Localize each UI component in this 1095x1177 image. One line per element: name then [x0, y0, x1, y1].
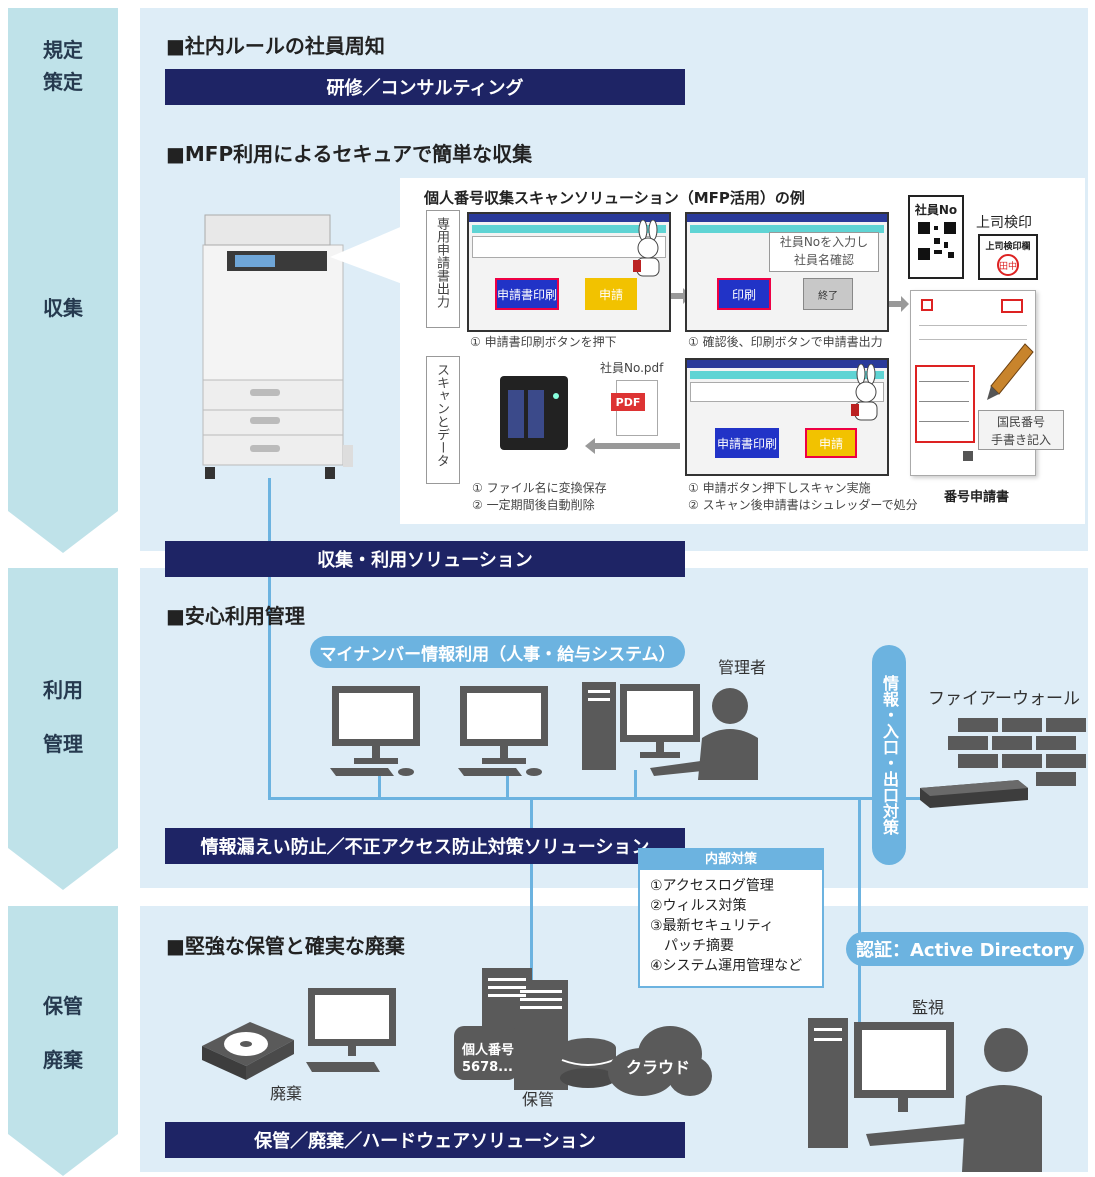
active-directory-pill: 認証：Active Directory [846, 932, 1084, 966]
caption-save-a: ① ファイル名に変換保存 [472, 481, 607, 495]
collect-use-bar: 収集・利用ソリューション [165, 541, 685, 577]
firewall-label: ファイアーウォール [928, 689, 1080, 709]
caption-save-b: ② 一定期間後自動削除 [472, 498, 595, 512]
section4-heading: ■堅強な保管と確実な廃棄 [166, 934, 405, 958]
supervisor-stamp-title: 上司検印 [976, 215, 1032, 231]
pc-monitor-icon [330, 686, 420, 776]
entry-exit-measures-pill: 情報・入口・出口対策 [872, 645, 906, 865]
arrow-right-icon [889, 296, 909, 312]
pdf-badge: PDF [611, 393, 645, 411]
pc-monitor-icon [458, 686, 548, 776]
storage-hardware-bar: 保管／廃棄／ハードウェアソリューション [165, 1122, 685, 1158]
caption-confirm-print: ① 確認後、印刷ボタンで申請書出力 [688, 335, 883, 349]
network-line-admin [634, 770, 637, 800]
phase-label-use: 利用 [43, 678, 83, 702]
section1-heading: ■社内ルールの社員周知 [166, 34, 385, 58]
personal-number-label: 個人番号 5678... [462, 1043, 515, 1075]
mynumber-use-pill: マイナンバー情報利用（人事・給与システム） [310, 636, 685, 668]
arrow-left-icon [585, 438, 680, 454]
cloud-label: クラウド [626, 1058, 691, 1077]
phase-arrow-store [8, 906, 118, 1176]
phase-arrow-collect [8, 8, 118, 553]
caption-scan-a: ① 申請ボタン押下しスキャン実施 [688, 481, 871, 495]
internal-item: ③最新セキュリティ [650, 918, 774, 934]
print-application-button[interactable]: 申請書印刷 [495, 278, 559, 310]
example-title: 個人番号収集スキャンソリューション（MFP活用）の例 [424, 189, 805, 207]
internal-measures-title: 内部対策 [640, 850, 822, 870]
pencil-icon [987, 343, 1034, 400]
leak-prevention-bar: 情報漏えい防止／不正アクセス防止対策ソリューション [165, 828, 685, 864]
screen-mock-confirm: 社員Noを入力し 社員名確認 印刷 終了 [685, 212, 889, 332]
end-button[interactable]: 終了 [803, 278, 853, 310]
network-line-pc1 [378, 770, 381, 800]
pdf-document-icon: PDF [611, 380, 658, 436]
internal-item: ①アクセスログ管理 [650, 878, 774, 894]
pdf-filename: 社員No.pdf [600, 361, 664, 375]
screen-mock-menu: 申請書印刷 申請 [467, 212, 671, 332]
server-storage-icon [454, 968, 616, 1090]
nas-storage-icon [500, 376, 568, 450]
storage-label: 保管 [522, 1090, 555, 1109]
internal-item: パッチ摘要 [650, 938, 734, 954]
monitoring-workstation-icon [808, 1018, 1042, 1172]
employee-no-card: 社員No [908, 195, 964, 279]
section3-heading: ■安心利用管理 [166, 604, 305, 628]
screen-mock-scan: 申請書印刷 申請 [685, 358, 889, 476]
apply-button[interactable]: 申請 [585, 278, 637, 310]
internal-measures-box: 内部対策 ①アクセスログ管理 ②ウィルス対策 ③最新セキュリティ パッチ摘要 ④… [638, 848, 824, 988]
phase-label-collect: 収集 [43, 296, 83, 320]
network-line-main [268, 797, 920, 800]
firewall-icon [920, 718, 1086, 808]
network-line-store [530, 800, 533, 980]
employee-no-title: 社員No [914, 203, 958, 217]
internal-item: ④システム運用管理など [650, 958, 803, 974]
training-bar: 研修／コンサルティング [165, 69, 685, 105]
mfp-printer-image [202, 214, 353, 479]
dispose-label: 廃棄 [270, 1084, 303, 1103]
apply-button-2[interactable]: 申請 [805, 428, 857, 458]
rabbit-mascot-icon [851, 364, 878, 421]
qr-code-icon [918, 222, 956, 260]
employee-confirm-overlay: 社員Noを入力し 社員名確認 [769, 232, 879, 272]
print-button[interactable]: 印刷 [717, 278, 771, 310]
phase-label-store: 保管 [43, 994, 83, 1018]
phase-label-rule: 規定 策定 [43, 38, 83, 94]
caption-scan-b: ② スキャン後申請書はシュレッダーで処分 [688, 498, 918, 512]
supervisor-stamp-label: 上司検印欄 [985, 242, 1031, 252]
rabbit-mascot-icon [633, 220, 660, 277]
supervisor-stamp-box: 上司検印欄 田中 [978, 234, 1038, 280]
pc-monitor-icon [306, 988, 396, 1072]
admin-label: 管理者 [718, 658, 767, 677]
phase-label-dispose: 廃棄 [43, 1048, 83, 1072]
phase-label-manage: 管理 [43, 732, 83, 756]
monitoring-label: 監視 [912, 998, 945, 1017]
network-line-mfp [268, 478, 271, 800]
hdd-disposal-icon [202, 1022, 294, 1080]
callout-pointer [330, 225, 405, 285]
phase-arrow-manage [8, 568, 118, 890]
section2-heading: ■MFP利用によるセキュアで簡単な収集 [166, 142, 533, 166]
admin-workstation-icon [582, 682, 758, 780]
national-number-note: 国民番号 手書き記入 [978, 410, 1064, 450]
vertical-label-print: 専用申請書出力 [426, 210, 460, 328]
vertical-label-scan: スキャンとデータ [426, 356, 460, 484]
network-line-monitor [858, 800, 861, 1026]
network-line-pc2 [506, 770, 509, 800]
caption-print-button: ① 申請書印刷ボタンを押下 [470, 335, 617, 349]
form-label: 番号申請書 [944, 490, 1010, 505]
name-stamp: 田中 [997, 254, 1019, 276]
print-application-button-2[interactable]: 申請書印刷 [715, 428, 779, 458]
internal-item: ②ウィルス対策 [650, 898, 747, 914]
cloud-icon [608, 1026, 712, 1096]
